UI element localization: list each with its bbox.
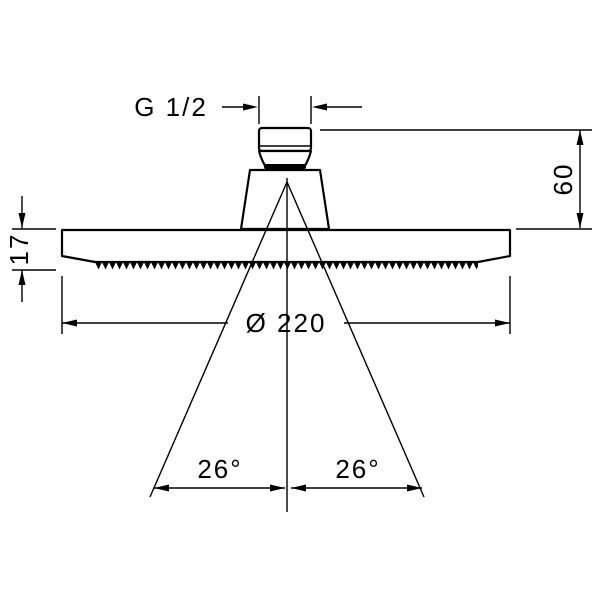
arrow-left-icon — [62, 319, 77, 327]
arrow-right-icon — [495, 319, 510, 327]
arrow-down-icon — [576, 213, 584, 228]
arrow-right-icon — [243, 103, 258, 111]
thickness-value-label: 17 — [4, 233, 34, 266]
arrow-right-icon — [407, 484, 422, 492]
dim-thickness: 17 — [4, 196, 56, 302]
spray-line-left — [149, 181, 288, 498]
dim-diameter: Ø 220 — [61, 276, 511, 338]
dim-thread: G 1/2 — [134, 92, 362, 124]
arrow-up-icon — [576, 130, 584, 145]
diameter-value-label: Ø 220 — [246, 308, 327, 338]
dim-angle-left: 26° — [154, 454, 285, 492]
head-disc — [60, 228, 512, 264]
dim-angle-right: 26° — [291, 454, 422, 492]
dim-height: 60 — [320, 129, 592, 230]
spray-line-right — [286, 181, 425, 498]
arrow-left-icon — [291, 484, 306, 492]
arrow-left-icon — [312, 103, 327, 111]
arrow-right-icon — [270, 484, 285, 492]
showerhead-profile — [60, 126, 512, 271]
thread-size-label: G 1/2 — [134, 92, 208, 122]
spray-pattern — [149, 178, 425, 512]
angle-right-value-label: 26° — [335, 454, 380, 484]
thread-connector — [257, 126, 313, 153]
mount-cone — [239, 168, 331, 231]
arrow-down-icon — [18, 213, 26, 228]
arrow-up-icon — [18, 270, 26, 285]
height-value-label: 60 — [548, 163, 578, 196]
angle-left-value-label: 26° — [197, 454, 242, 484]
collar-seal-band — [264, 164, 306, 169]
arrow-left-icon — [154, 484, 169, 492]
